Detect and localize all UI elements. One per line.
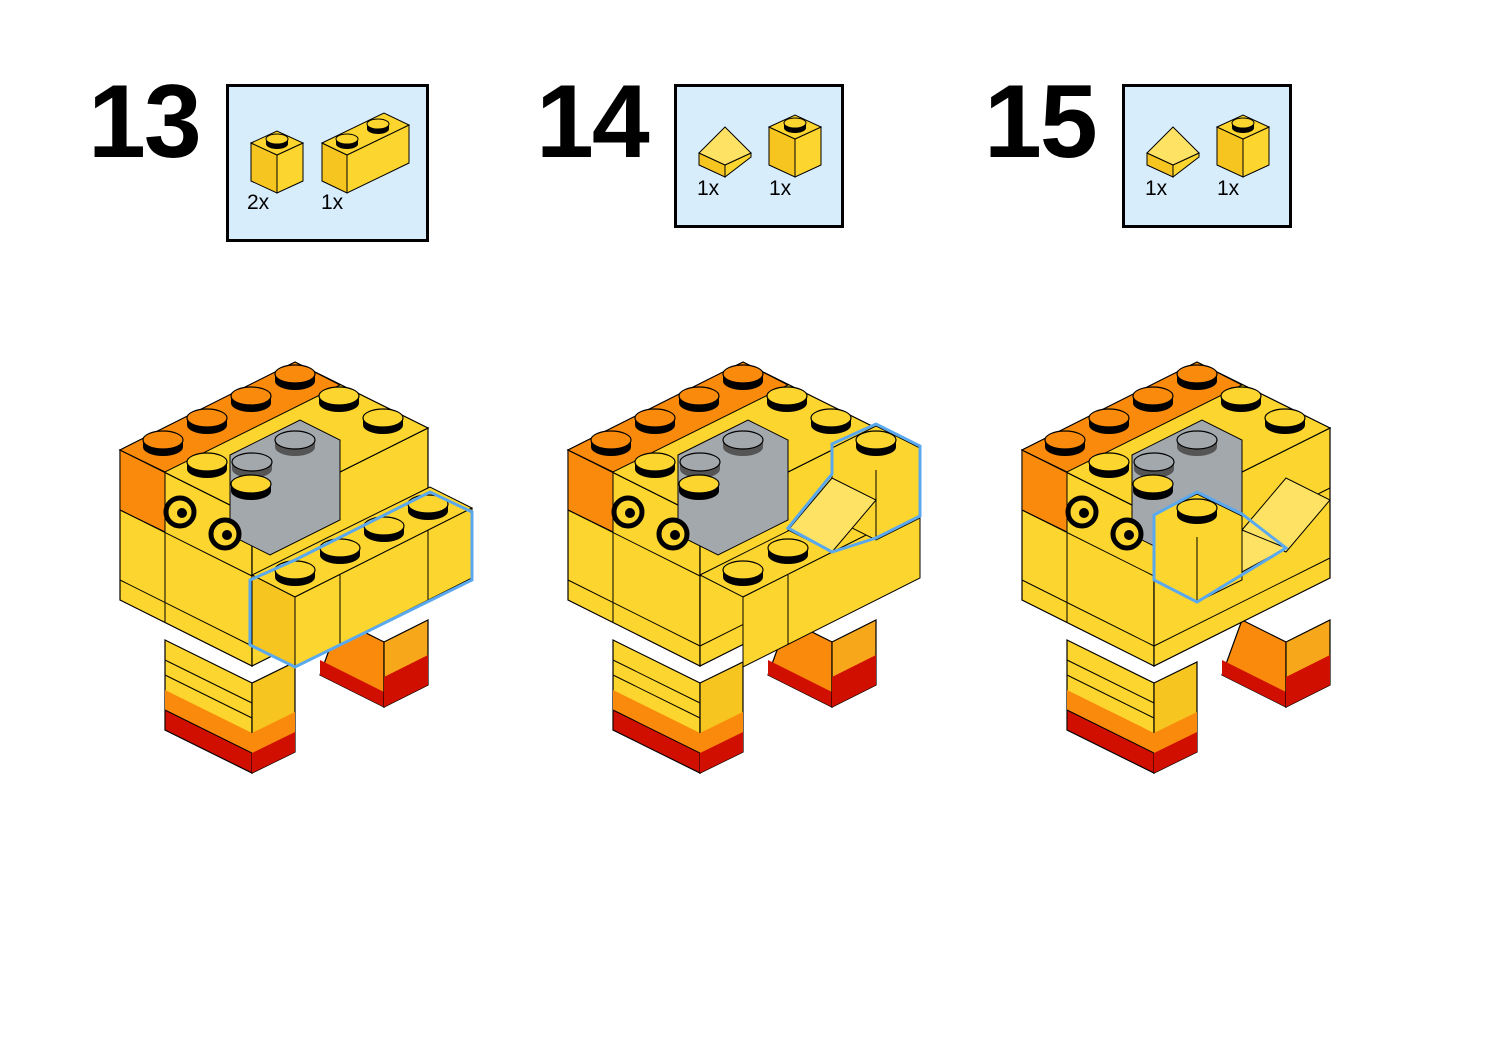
- duck-model-step-15: [1022, 362, 1330, 773]
- parts-list: 1x 1x: [674, 84, 844, 228]
- parts-list: 1x 1x: [1122, 84, 1292, 228]
- part-quantity: 2x: [247, 191, 270, 214]
- part-quantity: 1x: [769, 177, 792, 200]
- part-quantity: 1x: [1217, 177, 1240, 200]
- brick-1x1-icon: [767, 114, 823, 178]
- brick-1x2-icon: [320, 112, 411, 194]
- new-part-highlight: [785, 422, 922, 554]
- new-part-highlight: [1152, 490, 1289, 604]
- step-number: 13: [88, 64, 202, 180]
- parts-list: 2x 1x: [226, 84, 429, 242]
- duck-model-step-14: [568, 362, 922, 773]
- duck-model-step-13: [120, 362, 474, 773]
- step-number: 15: [984, 64, 1098, 180]
- step-number: 14: [536, 64, 650, 180]
- part-quantity: 1x: [321, 191, 344, 214]
- part-quantity: 1x: [697, 177, 720, 200]
- slope-1x1-icon: [1146, 126, 1200, 179]
- brick-1x1-icon: [1215, 114, 1271, 178]
- new-part-highlight: [248, 490, 474, 669]
- brick-1x1-icon: [249, 130, 305, 194]
- part-quantity: 1x: [1145, 177, 1168, 200]
- slope-1x1-icon: [698, 126, 752, 179]
